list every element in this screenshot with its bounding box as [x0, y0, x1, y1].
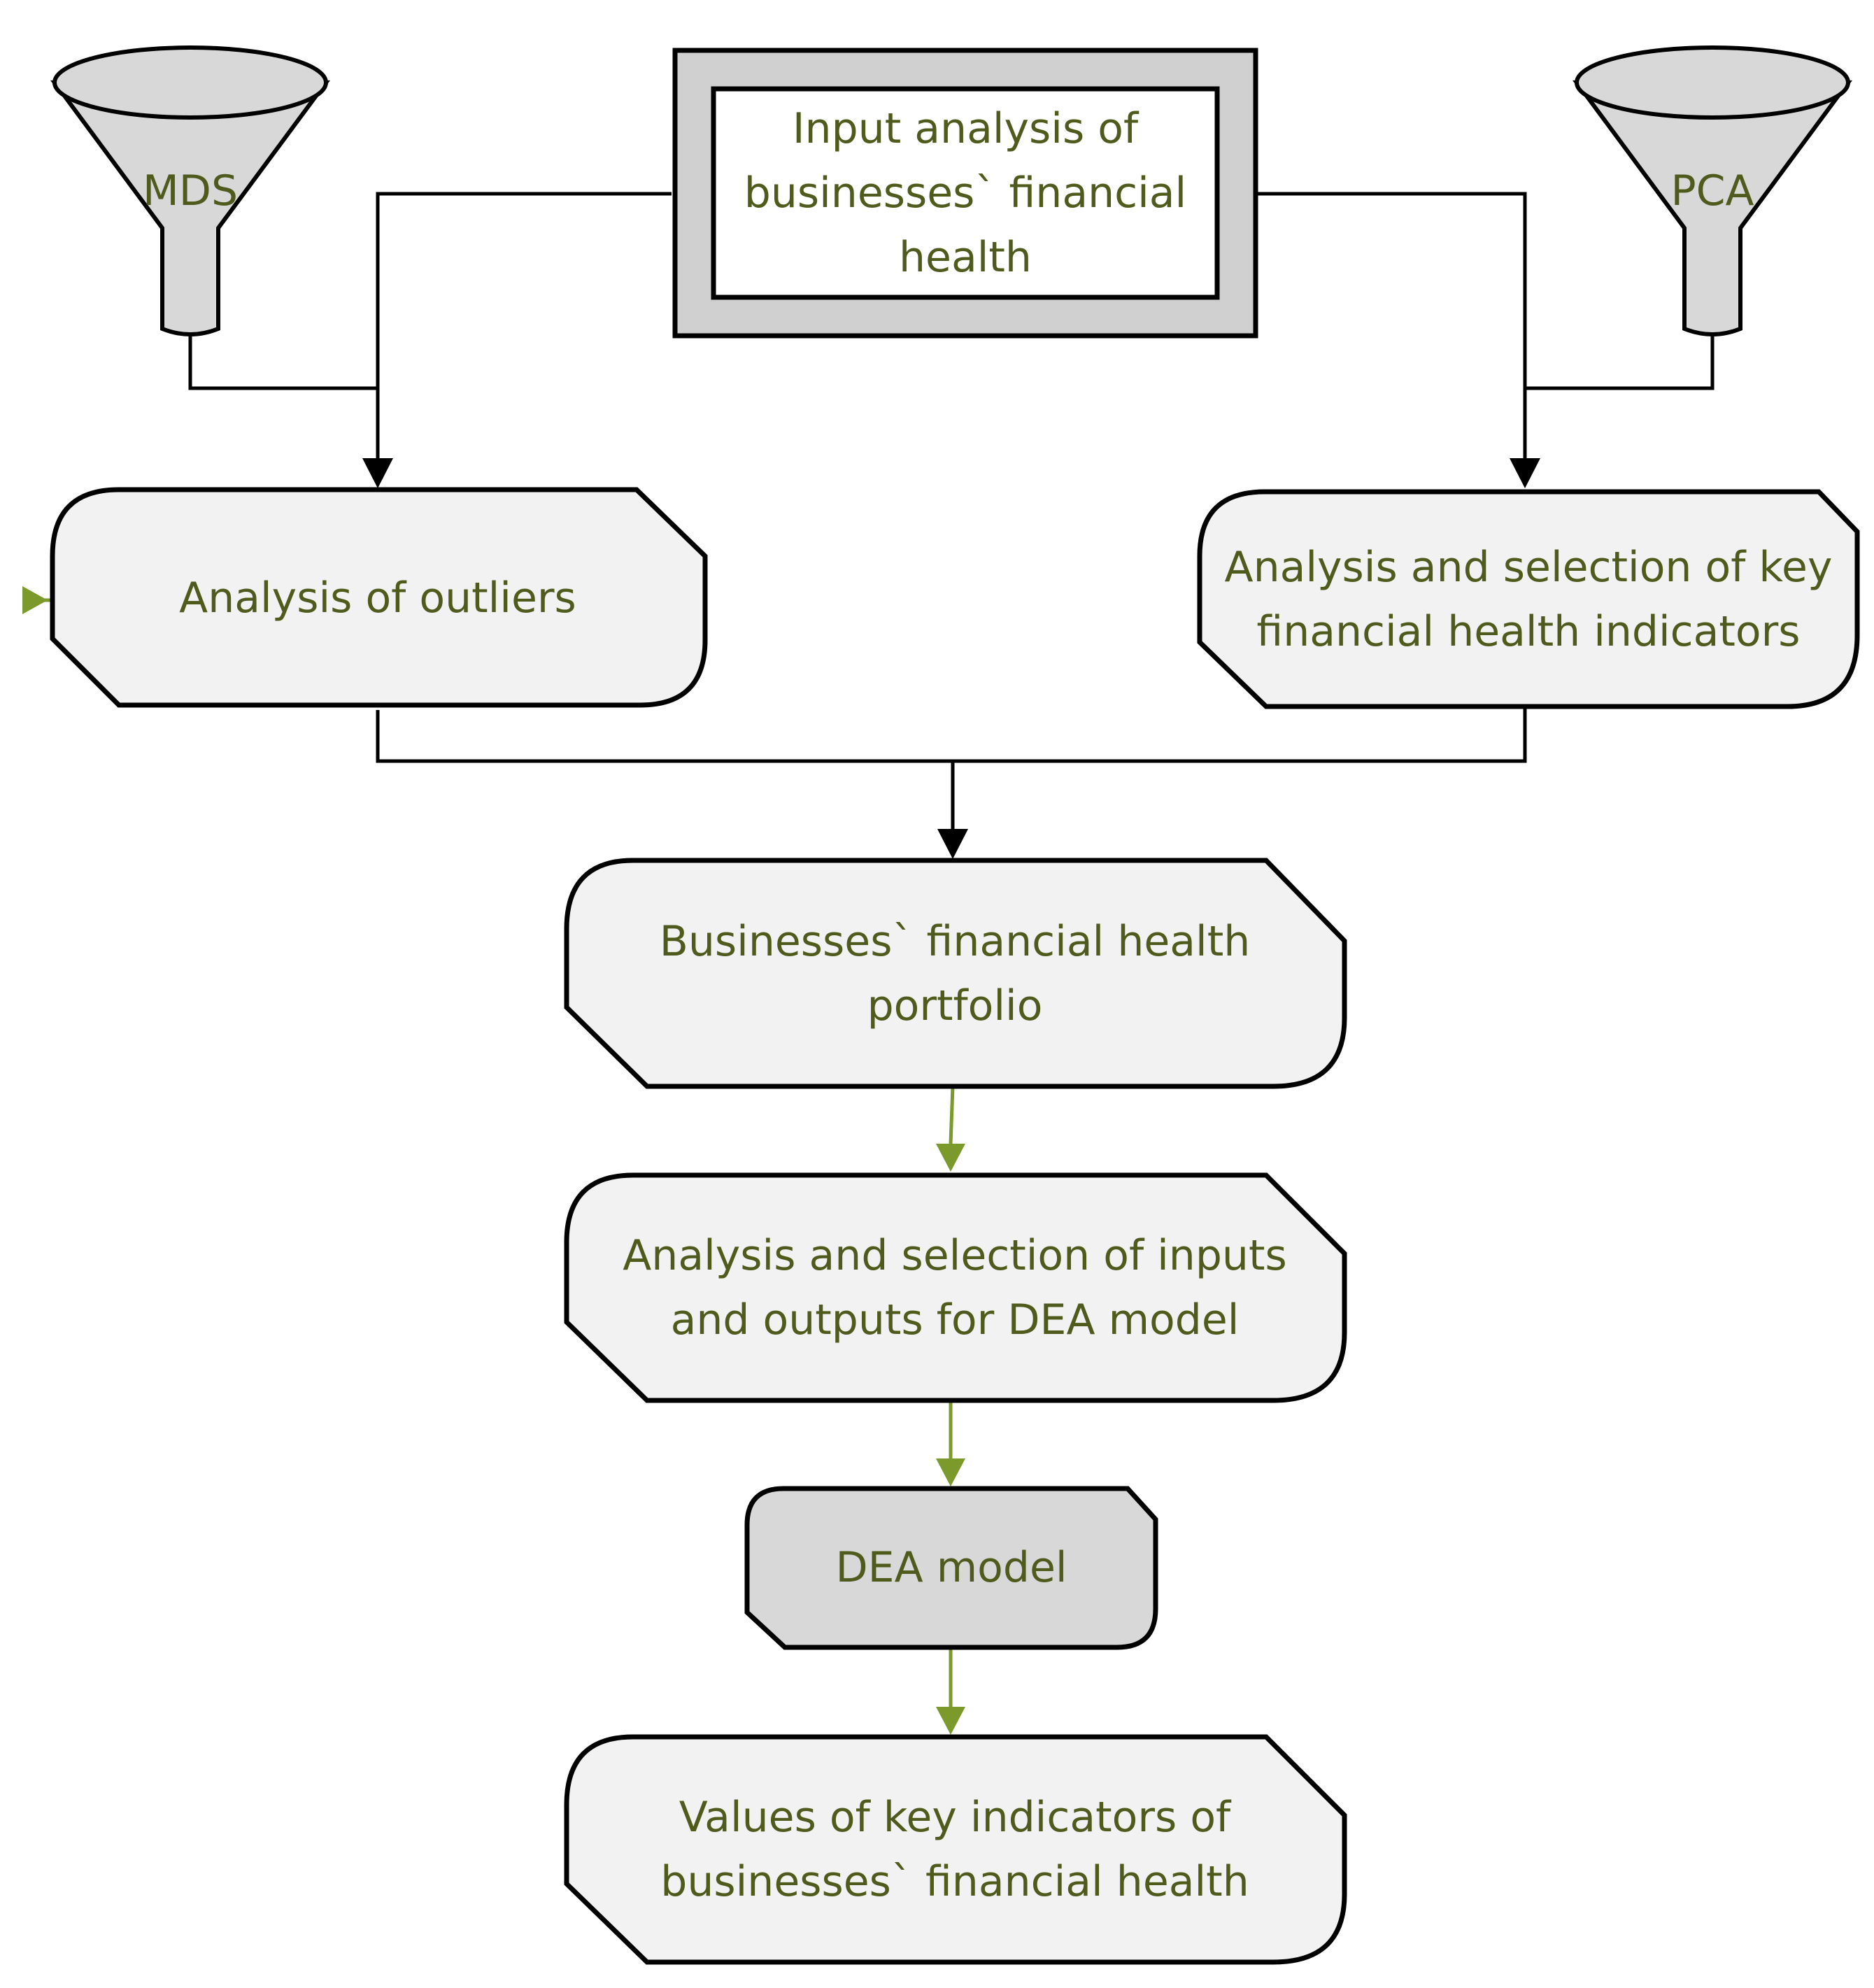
portfolio-label: Businesses` financial health portfolio	[659, 917, 1251, 1030]
pca-funnel-icon	[1573, 45, 1852, 336]
key-indicators-shape	[1197, 489, 1860, 709]
arrowhead-outliers	[362, 458, 393, 488]
arrowhead-key-indicators	[1510, 458, 1540, 488]
input-analysis-label: Input analysis of businesses` financial …	[744, 104, 1187, 282]
input-analysis-frame	[672, 48, 1258, 339]
edge-pca-to-key-indicators	[1525, 334, 1715, 390]
portfolio-shape	[564, 858, 1347, 1089]
mds-funnel-icon	[50, 45, 330, 336]
connectors-green	[22, 586, 965, 1735]
inputs-outputs-label: Analysis and selection of inputs and out…	[623, 1231, 1287, 1344]
mds-label: MDS	[142, 166, 239, 215]
values-label: Values of key indicators of businesses` …	[660, 1793, 1249, 1906]
edge-input-to-outliers	[376, 192, 672, 462]
dea-model-shape	[744, 1486, 1158, 1650]
arrowhead-values	[936, 1707, 965, 1735]
arrowhead-dea	[936, 1458, 965, 1486]
edge-outliers-to-merge	[376, 708, 1527, 763]
values-shape	[564, 1734, 1347, 1965]
dea-model-label: DEA model	[835, 1543, 1067, 1592]
connectors	[188, 192, 1715, 836]
stub-left-arrowhead	[22, 586, 48, 614]
key-indicators-label: Analysis and selection of key financial …	[1224, 543, 1833, 656]
outliers-label: Analysis of outliers	[179, 574, 576, 623]
outliers-shape	[50, 487, 708, 708]
inputs-outputs-shape	[564, 1172, 1347, 1403]
edge-input-to-key-indicators	[1256, 192, 1527, 462]
pca-label: PCA	[1670, 166, 1754, 215]
arrowheads-black	[362, 458, 1540, 859]
edge-mds-to-outliers	[188, 334, 378, 390]
arrowhead-inputs-outputs	[936, 1144, 965, 1172]
process-shapes	[50, 487, 1860, 1965]
edge-portfolio-to-inputs-outputs	[949, 1086, 955, 1144]
arrowhead-portfolio	[937, 829, 968, 859]
